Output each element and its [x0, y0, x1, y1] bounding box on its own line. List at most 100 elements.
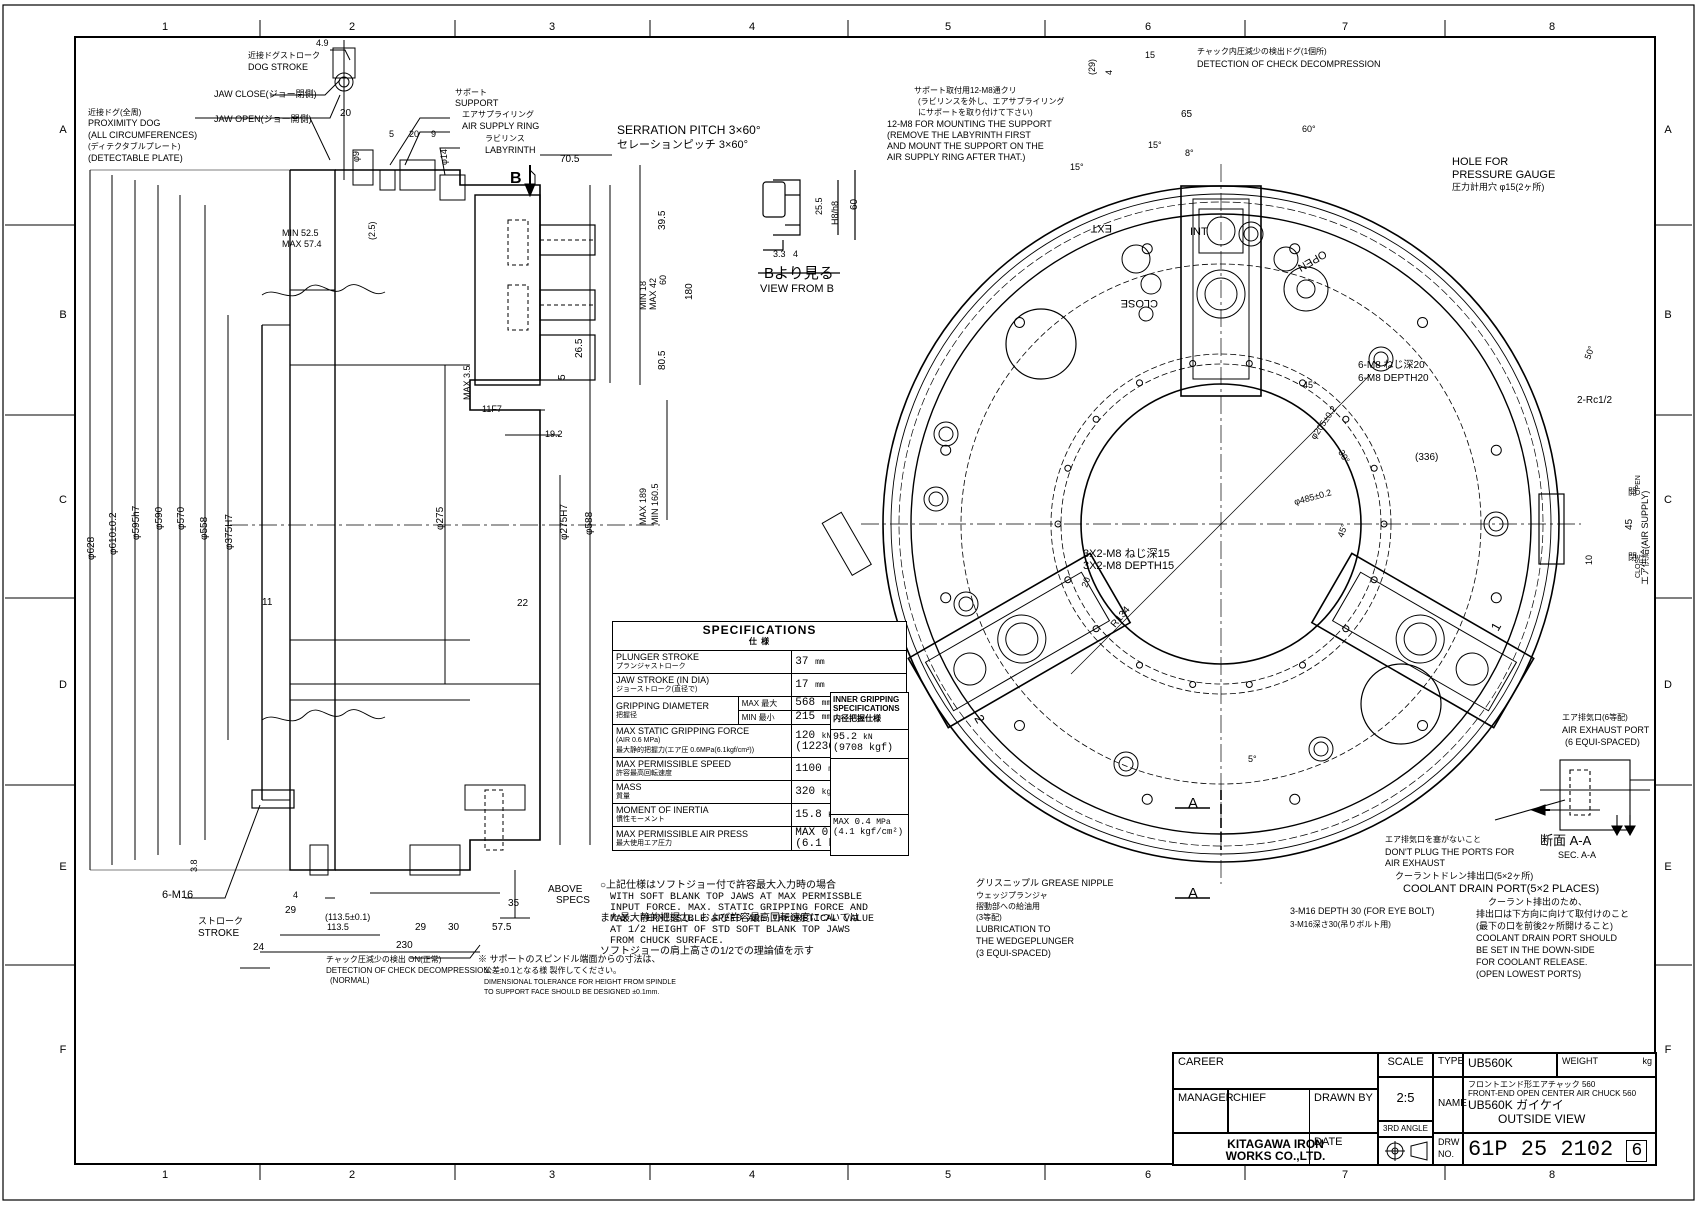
dim-label: 70.5 [560, 154, 580, 165]
dim-label: SPECS [556, 895, 590, 906]
grid-col-label: 3 [549, 21, 555, 33]
dim-label: チャック圧減少の検出 ON(正常) [326, 954, 442, 964]
dim-label: 閉 [1628, 552, 1637, 562]
drawn-by-label: DRAWN BY [1314, 1092, 1373, 1104]
weight-label: WEIGHT [1562, 1056, 1598, 1066]
dim-label: CLOSE [1121, 297, 1158, 309]
dim-label: 5 [557, 374, 568, 380]
dim-label: φ9 [351, 151, 361, 162]
dim-label: 6-M8 ねじ深20 [1358, 359, 1425, 371]
dim-label: MAX 189 [638, 488, 648, 525]
dim-label: (最下の口を前後2ヶ所開けること) [1476, 920, 1613, 931]
inner-press-unit: MPa [876, 818, 891, 827]
grid-col-label: 1 [162, 1169, 168, 1181]
dim-label: COOLANT DRAIN PORT(5×2 PLACES) [1403, 883, 1599, 895]
dim-label: DOG STROKE [248, 62, 308, 72]
scale-value: 2:5 [1396, 1090, 1415, 1105]
dim-label: 50° [1582, 344, 1596, 361]
dim-label: 24 [253, 942, 265, 953]
dim-label: HOLE FOR [1452, 156, 1508, 168]
company-line-2: WORKS CO.,LTD. [1225, 1149, 1326, 1163]
dim-label: φ485±0.2 [1293, 487, 1333, 507]
dim-label: Bより見る [764, 265, 834, 282]
dim-label: (ALL CIRCUMFERENCES) [88, 130, 197, 140]
dim-label: H8/h8 [830, 201, 840, 225]
dim-label: 45° [1335, 522, 1349, 539]
dim-label: グリスニップル GREASE NIPPLE [976, 877, 1114, 888]
dim-label: 4 [293, 890, 298, 900]
dim-label: CLOSE [1635, 554, 1642, 578]
dim-label: 3.3 [773, 249, 786, 259]
dim-label: 11 [262, 597, 273, 608]
dim-label: PRESSURE GAUGE [1452, 169, 1555, 181]
grid-row-label: B [59, 309, 66, 321]
dim-label: 20 [1079, 576, 1092, 589]
grid-col-label: 5 [945, 1169, 951, 1181]
drawing-number-cell: 61P 25 2102 6 [1463, 1133, 1656, 1165]
dim-label: R134 [1109, 604, 1133, 630]
scale-label-cell: SCALE [1378, 1053, 1433, 1077]
dim-label: エア排気口(6等配) [1562, 712, 1628, 722]
dim-label: AIR SUPPLY RING AFTER THAT.) [887, 152, 1025, 162]
outer-frame [2, 4, 1695, 1201]
type-cell: UB560K [1463, 1053, 1557, 1077]
dim-label: ABOVE [548, 884, 583, 895]
dim-label: (ラビリンスを外し、エアサプライリング [918, 96, 1065, 106]
dim-label: 6-M16 [162, 889, 193, 901]
dim-label: φ275 [435, 506, 446, 530]
name-en: FRONT-END OPEN CENTER AIR CHUCK 560 [1468, 1089, 1637, 1098]
scale-label: SCALE [1387, 1056, 1424, 1068]
dim-label: φ595h7 [131, 505, 142, 540]
dim-label: 20 [409, 129, 419, 139]
date-label: DATE [1314, 1136, 1343, 1148]
manager-cell: MANAGER [1173, 1089, 1234, 1133]
spec-title-text: SPECIFICATIONS [702, 623, 817, 637]
chief-label: CHIEF [1233, 1092, 1266, 1104]
dim-label: 3.8 [189, 859, 199, 872]
company-cell: KITAGAWA IRON WORKS CO.,LTD. [1173, 1133, 1378, 1165]
spec-sub-min: MIN 最小 [737, 710, 793, 725]
dim-label: 45° [1303, 380, 1317, 390]
no-label: NO. [1438, 1149, 1455, 1159]
name-label: NAME [1438, 1098, 1467, 1109]
dim-label: MAX 3.5 [462, 365, 472, 400]
dim-label: チャック内圧減少の検出ドグ(1個所) [1197, 46, 1327, 56]
dim-label: クーラントドレン排出口(5×2ヶ所) [1395, 870, 1533, 881]
grid-col-label: 2 [349, 1169, 355, 1181]
dim-label: TO SUPPORT FACE SHOULD BE DESIGNED ±0.1m… [484, 989, 659, 996]
dim-label: BE SET IN THE DOWN-SIDE [1476, 945, 1595, 955]
dim-label: PROXIMITY DOG [88, 118, 160, 128]
dim-label: AIR SUPPLY RING [462, 121, 539, 131]
dim-label: 11F7 [482, 404, 502, 414]
dim-label: 60 [849, 198, 860, 210]
dim-label: AIR EXHAUST PORT [1562, 725, 1650, 735]
dim-label: ※ サポートのスピンドル端面からの寸法は、 [478, 953, 661, 964]
grid-row-label: E [59, 861, 66, 873]
dim-label: 3-M16深さ30(吊りボルト用) [1290, 920, 1391, 929]
dim-label: 60 [658, 275, 668, 285]
dim-label: 113.5 [327, 922, 349, 932]
grid-row-label: C [1664, 494, 1672, 506]
name-line-2: OUTSIDE VIEW [1498, 1112, 1586, 1126]
inner-frame [74, 36, 1656, 1165]
dim-label: にサポートを取り付けて下さい) [918, 107, 1033, 117]
drw-label: DRW [1438, 1137, 1460, 1147]
dim-label: SEC. A-A [1558, 850, 1596, 860]
dim-label: DETECTION OF CHECK DECOMPRESSION [326, 966, 489, 975]
angle-cell: 3RD ANGLE [1378, 1121, 1433, 1137]
dim-label: LUBRICATION TO [976, 924, 1051, 934]
dim-label: MAX 42 [648, 278, 658, 310]
dim-label: 5° [1248, 754, 1257, 764]
spec-title-jp: 仕 様 [748, 637, 771, 646]
dim-label: B [510, 170, 522, 187]
grid-col-label: 5 [945, 21, 951, 33]
front-view [821, 164, 1581, 884]
grid-row-label: D [1664, 679, 1672, 691]
dim-label: クーラント排出のため、 [1488, 896, 1587, 907]
inner-force-value: 95.2 [833, 732, 858, 743]
